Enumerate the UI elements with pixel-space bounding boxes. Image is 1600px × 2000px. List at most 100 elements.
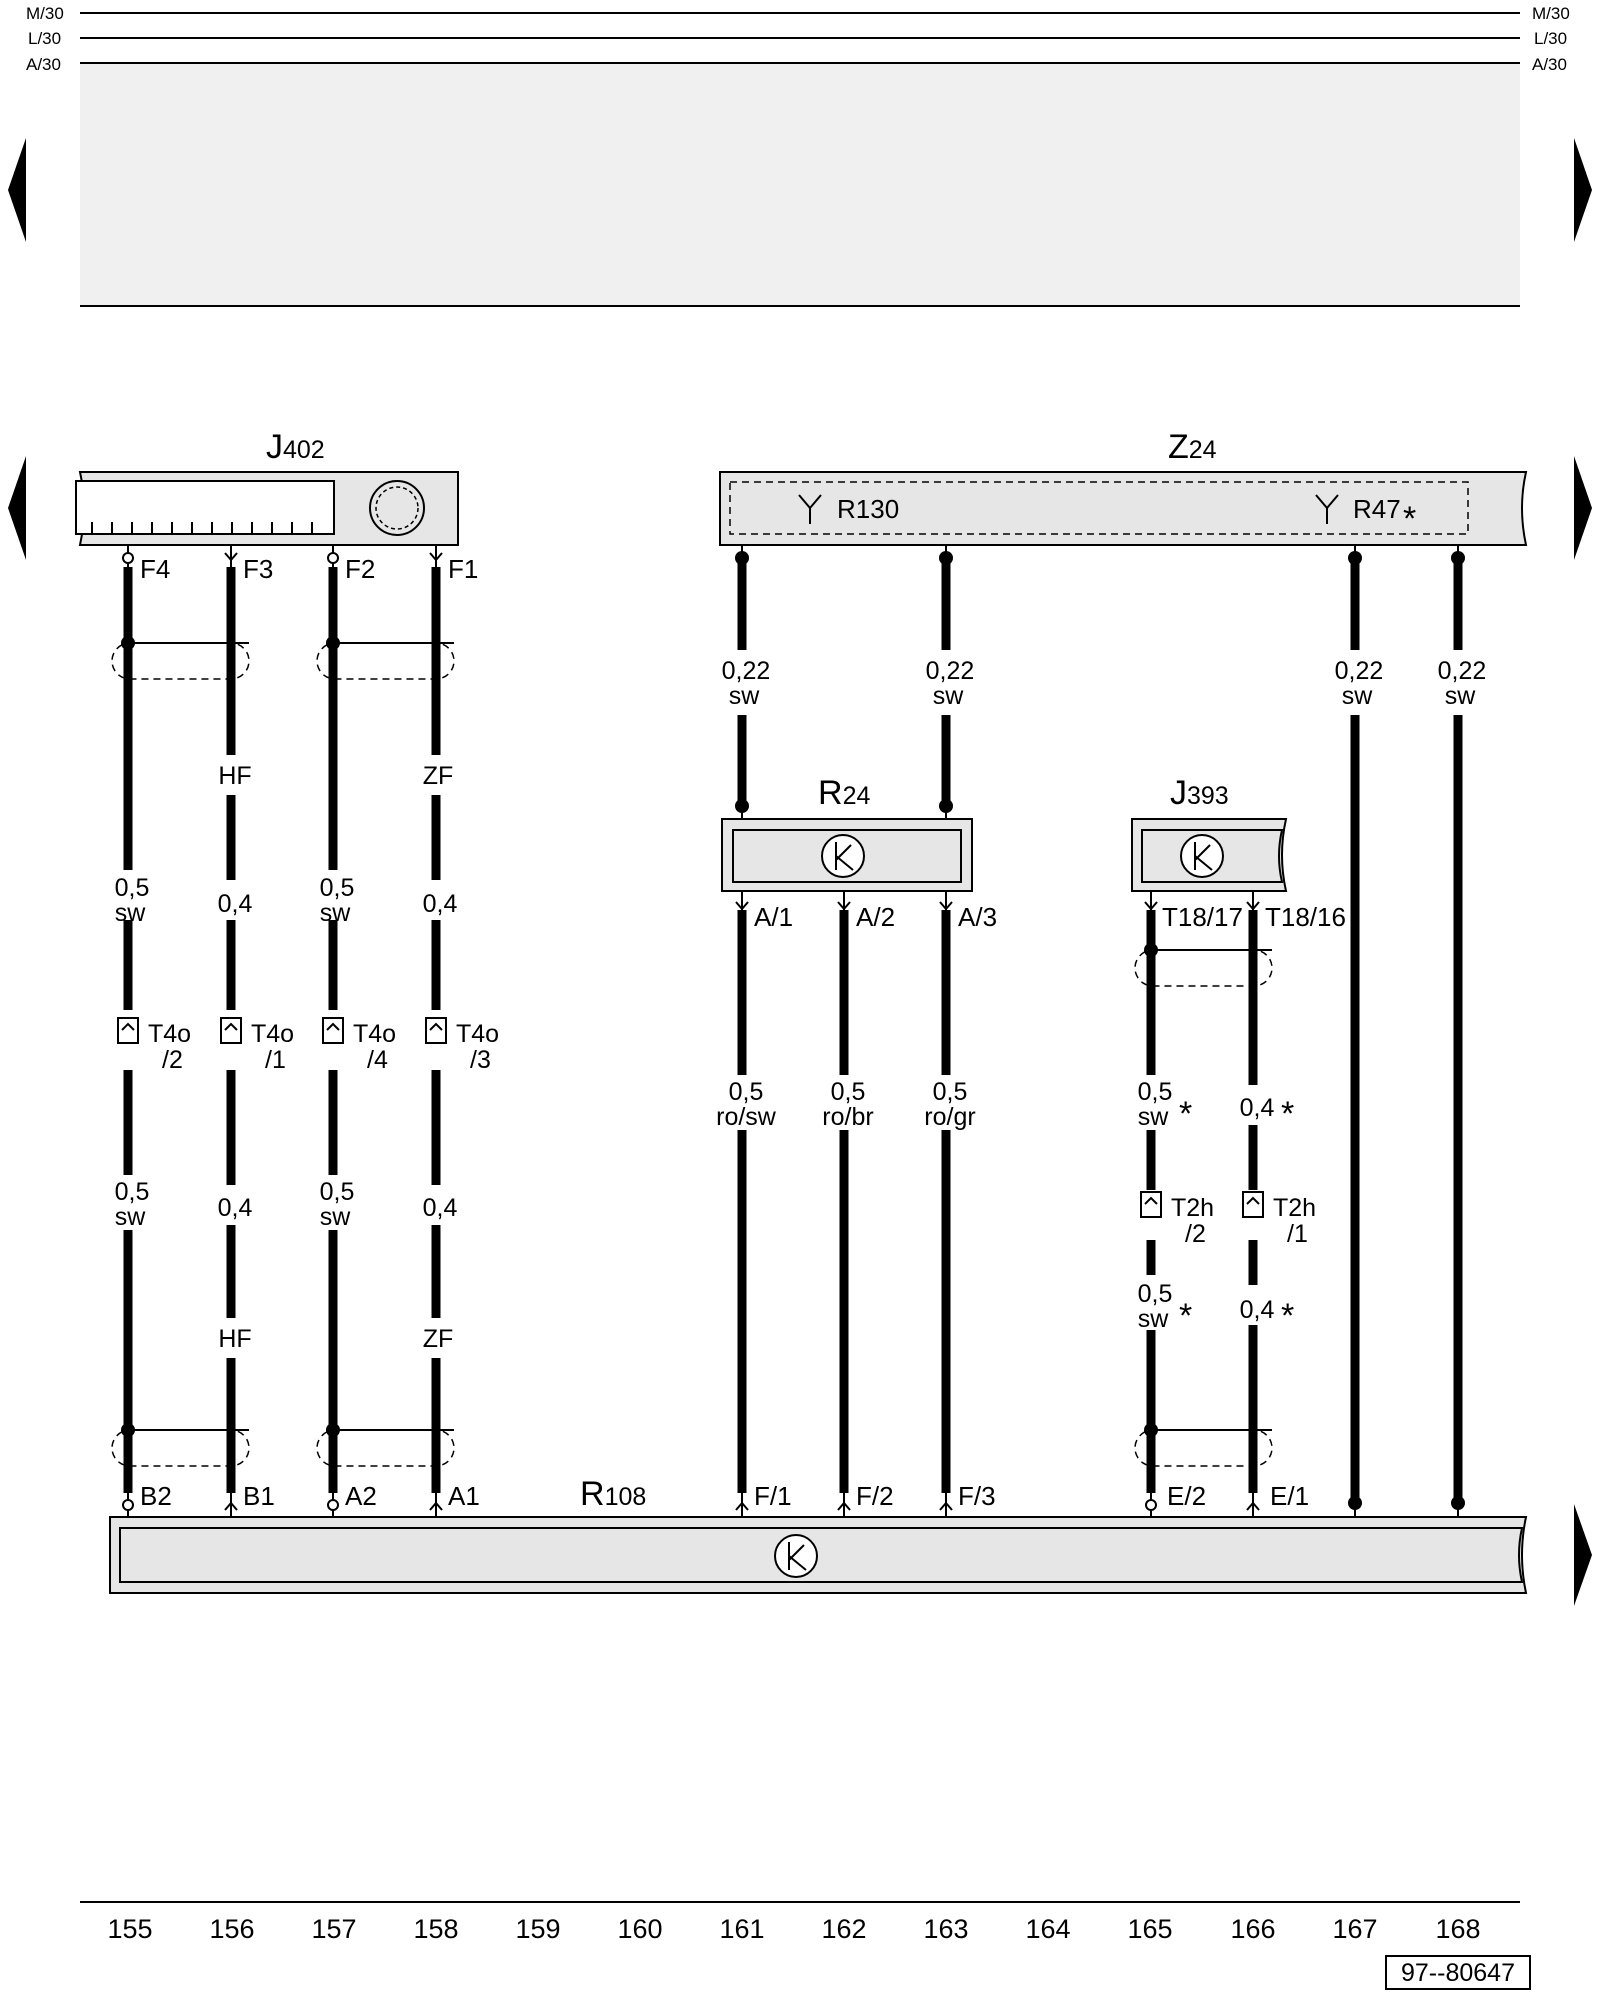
wire-label-166-size-a: 0,4	[1240, 1094, 1275, 1122]
component-label-j393: J393	[1170, 774, 1229, 812]
wire-label-163-color: ro/gr	[924, 1103, 975, 1131]
arrow-right-icon[interactable]	[1574, 1504, 1592, 1606]
shielding	[111, 642, 1273, 1467]
rail-label-right-a30: A/30	[1532, 55, 1567, 74]
wire-label-155-size-a: 0,5	[115, 874, 150, 902]
pin-label-f1-r108: F/1	[754, 1481, 792, 1511]
arrow-left-icon[interactable]	[8, 456, 26, 560]
connector-label-156: T4o	[251, 1020, 294, 1048]
asterisk-165-a: *	[1179, 1095, 1192, 1133]
component-r108	[109, 1516, 1528, 1594]
connector-pin-166: /1	[1287, 1220, 1308, 1248]
wire-label-168-color: sw	[1445, 682, 1477, 710]
column-label-155: 155	[107, 1914, 152, 1944]
wire-label-163-size-top: 0,22	[926, 657, 975, 685]
column-label-159: 159	[515, 1914, 560, 1944]
connector-label-155: T4o	[148, 1020, 191, 1048]
pin-label-a1: A/1	[754, 902, 793, 932]
column-label-160: 160	[617, 1914, 662, 1944]
label-r130: R130	[837, 494, 899, 524]
pin-label-f3: F3	[243, 554, 273, 584]
doc-number-box	[1385, 1955, 1531, 1990]
asterisk-r47: *	[1403, 500, 1416, 538]
rail-label-left-m30: M/30	[26, 4, 64, 23]
arrow-right-icon[interactable]	[1574, 138, 1592, 242]
connector-pin-158: /3	[470, 1046, 491, 1074]
speaker-icon	[774, 1534, 818, 1578]
wire-label-158-size-a: 0,4	[423, 890, 458, 918]
wire-label-163-color-top: sw	[933, 682, 965, 710]
wire-label-167-size: 0,22	[1335, 657, 1384, 685]
connector-label-165: T2h	[1171, 1194, 1214, 1222]
wire-label-158-tag-bottom: ZF	[423, 1325, 454, 1353]
pin-label-a3: A/3	[958, 902, 997, 932]
wire-label-156-tag-top: HF	[218, 762, 251, 790]
wire-label-165-color-a: sw	[1138, 1103, 1170, 1131]
column-label-163: 163	[923, 1914, 968, 1944]
wire-label-157-size-b: 0,5	[320, 1178, 355, 1206]
connector-pin-157: /4	[367, 1046, 388, 1074]
pin-label-a1-r108: A1	[448, 1481, 480, 1511]
column-label-158: 158	[413, 1914, 458, 1944]
pin-label-f2-r108: F/2	[856, 1481, 894, 1511]
component-j402	[75, 471, 459, 546]
pin-label-f2: F2	[345, 554, 375, 584]
column-label-156: 156	[209, 1914, 254, 1944]
asterisk-166-a: *	[1281, 1095, 1294, 1133]
rail-label-right-m30: M/30	[1532, 4, 1570, 23]
wire-label-161-size: 0,5	[729, 1078, 764, 1106]
connector-pin-155: /2	[162, 1046, 183, 1074]
column-label-162: 162	[821, 1914, 866, 1944]
component-r24	[721, 818, 973, 892]
arrow-left-icon[interactable]	[8, 138, 26, 242]
wire-label-168-size: 0,22	[1438, 657, 1487, 685]
pin-label-b1: B1	[243, 1481, 275, 1511]
column-label-167: 167	[1332, 1914, 1377, 1944]
component-z24	[719, 471, 1528, 546]
wire-label-155-color-b: sw	[115, 1203, 147, 1231]
doc-number: 97--80647	[1401, 1959, 1515, 1987]
arrow-right-icon[interactable]	[1574, 456, 1592, 560]
speaker-icon	[821, 834, 865, 878]
wire-label-156-tag-bottom: HF	[218, 1325, 251, 1353]
pin-label-a2-r108: A2	[345, 1481, 377, 1511]
control-unit-icon	[1180, 834, 1224, 878]
wire-label-157-color-a: sw	[320, 899, 352, 927]
wire-label-165-size-a: 0,5	[1138, 1078, 1173, 1106]
wire-label-155-size-b: 0,5	[115, 1178, 150, 1206]
component-label-j402: J402	[266, 428, 325, 466]
wire-label-161-color-top: sw	[729, 682, 761, 710]
wire-label-166-size-b: 0,4	[1240, 1296, 1275, 1324]
column-label-165: 165	[1127, 1914, 1172, 1944]
wire-label-157-color-b: sw	[320, 1203, 352, 1231]
wire-label-156-size-b: 0,4	[218, 1194, 253, 1222]
asterisk-165-b: *	[1179, 1297, 1192, 1335]
component-label-r24: R24	[818, 774, 870, 812]
column-label-168: 168	[1435, 1914, 1480, 1944]
wire-label-157-size-a: 0,5	[320, 874, 355, 902]
wire-label-165-size-b: 0,5	[1138, 1280, 1173, 1308]
connector-labels: T4o /2 T4o /1 T4o /4 T4o /3 T2h /2 T2h /…	[148, 1020, 1316, 1248]
rail-label-right-l30: L/30	[1534, 29, 1567, 48]
connector-label-157: T4o	[353, 1020, 396, 1048]
upper-shaded-area	[80, 62, 1520, 306]
component-label-z24: Z24	[1168, 428, 1217, 466]
pin-label-e1: E/1	[1270, 1481, 1309, 1511]
pin-label-e2: E/2	[1167, 1481, 1206, 1511]
wire-label-162-size: 0,5	[831, 1078, 866, 1106]
label-r47: R47	[1353, 494, 1401, 524]
wire-label-167-color: sw	[1342, 682, 1374, 710]
rail-label-left-l30: L/30	[28, 29, 61, 48]
pin-label-t18-16: T18/16	[1265, 902, 1346, 932]
component-label-r108: R108	[580, 1475, 646, 1513]
wire-label-156-size-a: 0,4	[218, 890, 253, 918]
pin-label-f4: F4	[140, 554, 170, 584]
column-label-164: 164	[1025, 1914, 1070, 1944]
pin-label-f1: F1	[448, 554, 478, 584]
wire-label-158-size-b: 0,4	[423, 1194, 458, 1222]
connector-symbols	[117, 1017, 1264, 1218]
wire-label-161-color: ro/sw	[716, 1103, 777, 1131]
shield-links	[128, 642, 1272, 1431]
wire-label-165-color-b: sw	[1138, 1305, 1170, 1333]
